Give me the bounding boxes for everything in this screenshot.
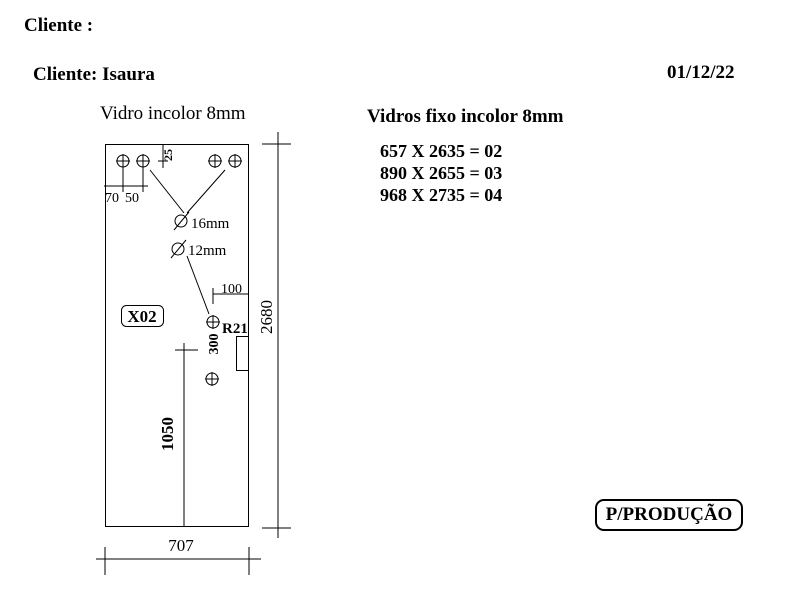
dim-2680-label: 2680: [257, 300, 276, 334]
glass-panel-outline: [105, 144, 249, 527]
hole-marker-top-3: [208, 154, 222, 168]
dim-70-label: 70: [105, 191, 119, 206]
leader-16mm-right: [186, 169, 226, 214]
radius-label: R21: [222, 321, 248, 337]
dim-100-label: 100: [221, 282, 242, 297]
measurement-line: 968 X 2735 = 04: [380, 185, 503, 205]
cliente-header-label: Cliente :: [24, 15, 94, 36]
label-x02-box: [121, 305, 164, 327]
leader-16mm-left: [149, 169, 185, 214]
lock-notch: [236, 336, 249, 371]
glass-title: Vidro incolor 8mm: [100, 103, 246, 124]
hole-marker-lower: [205, 372, 219, 386]
label-x02: X02: [127, 307, 156, 326]
hole-marker-top-4: [228, 154, 242, 168]
hole-marker-top-1: [116, 154, 130, 168]
hole-12mm-label: 12mm: [188, 243, 227, 259]
dim-50-label: 50: [125, 191, 139, 206]
dim-25-label: 25: [161, 149, 175, 161]
hole-16mm-label: 16mm: [191, 216, 230, 232]
dim-707-label: 707: [168, 536, 194, 555]
cliente-name: Cliente: Isaura: [33, 64, 155, 85]
date: 01/12/22: [667, 62, 735, 83]
leader-12mm: [186, 255, 210, 315]
diameter-16-symbol: [174, 214, 188, 228]
measurement-line: 657 X 2635 = 02: [380, 141, 503, 161]
production-badge: P/PRODUÇÃO: [595, 499, 743, 531]
dim-1050-label: 1050: [158, 417, 177, 451]
diameter-12-symbol: [171, 242, 185, 256]
dim-300-label: 300: [207, 334, 222, 355]
hole-marker-lock: [206, 315, 220, 329]
fixed-glass-title: Vidros fixo incolor 8mm: [367, 106, 564, 127]
hole-marker-top-2: [136, 154, 150, 168]
measurement-line: 890 X 2655 = 03: [380, 163, 503, 183]
